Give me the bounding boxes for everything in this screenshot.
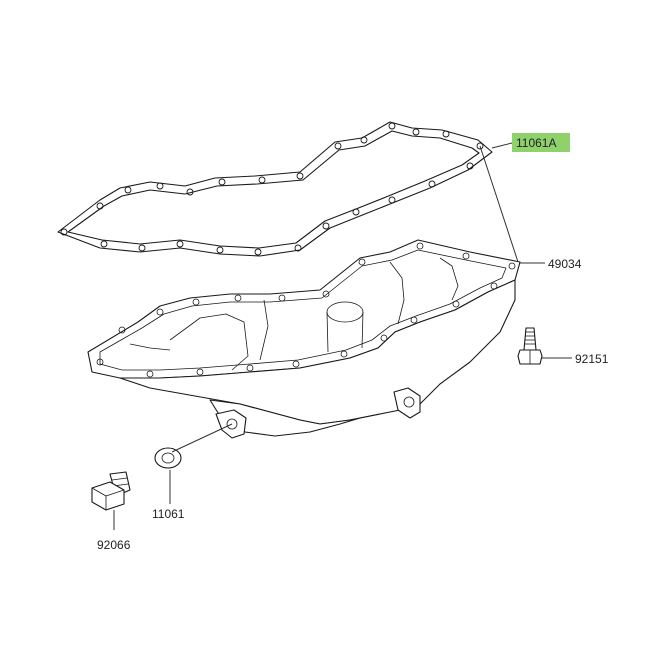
label-11061[interactable]: 11061 [152, 507, 185, 521]
highlight-badge [512, 133, 570, 152]
gasket[interactable] [57, 121, 493, 257]
washer[interactable] [154, 447, 182, 469]
label-11061A[interactable]: 11061A [516, 136, 556, 150]
drain-plug[interactable] [91, 471, 131, 511]
leader-lines [113, 142, 572, 530]
part-labels: 11061A 49034 92151 11061 92066 [97, 133, 609, 552]
label-49034[interactable]: 49034 [548, 257, 582, 271]
oil-pan[interactable] [87, 239, 521, 439]
label-92151[interactable]: 92151 [575, 352, 609, 366]
label-92066[interactable]: 92066 [97, 538, 131, 552]
bolt[interactable] [517, 327, 543, 365]
